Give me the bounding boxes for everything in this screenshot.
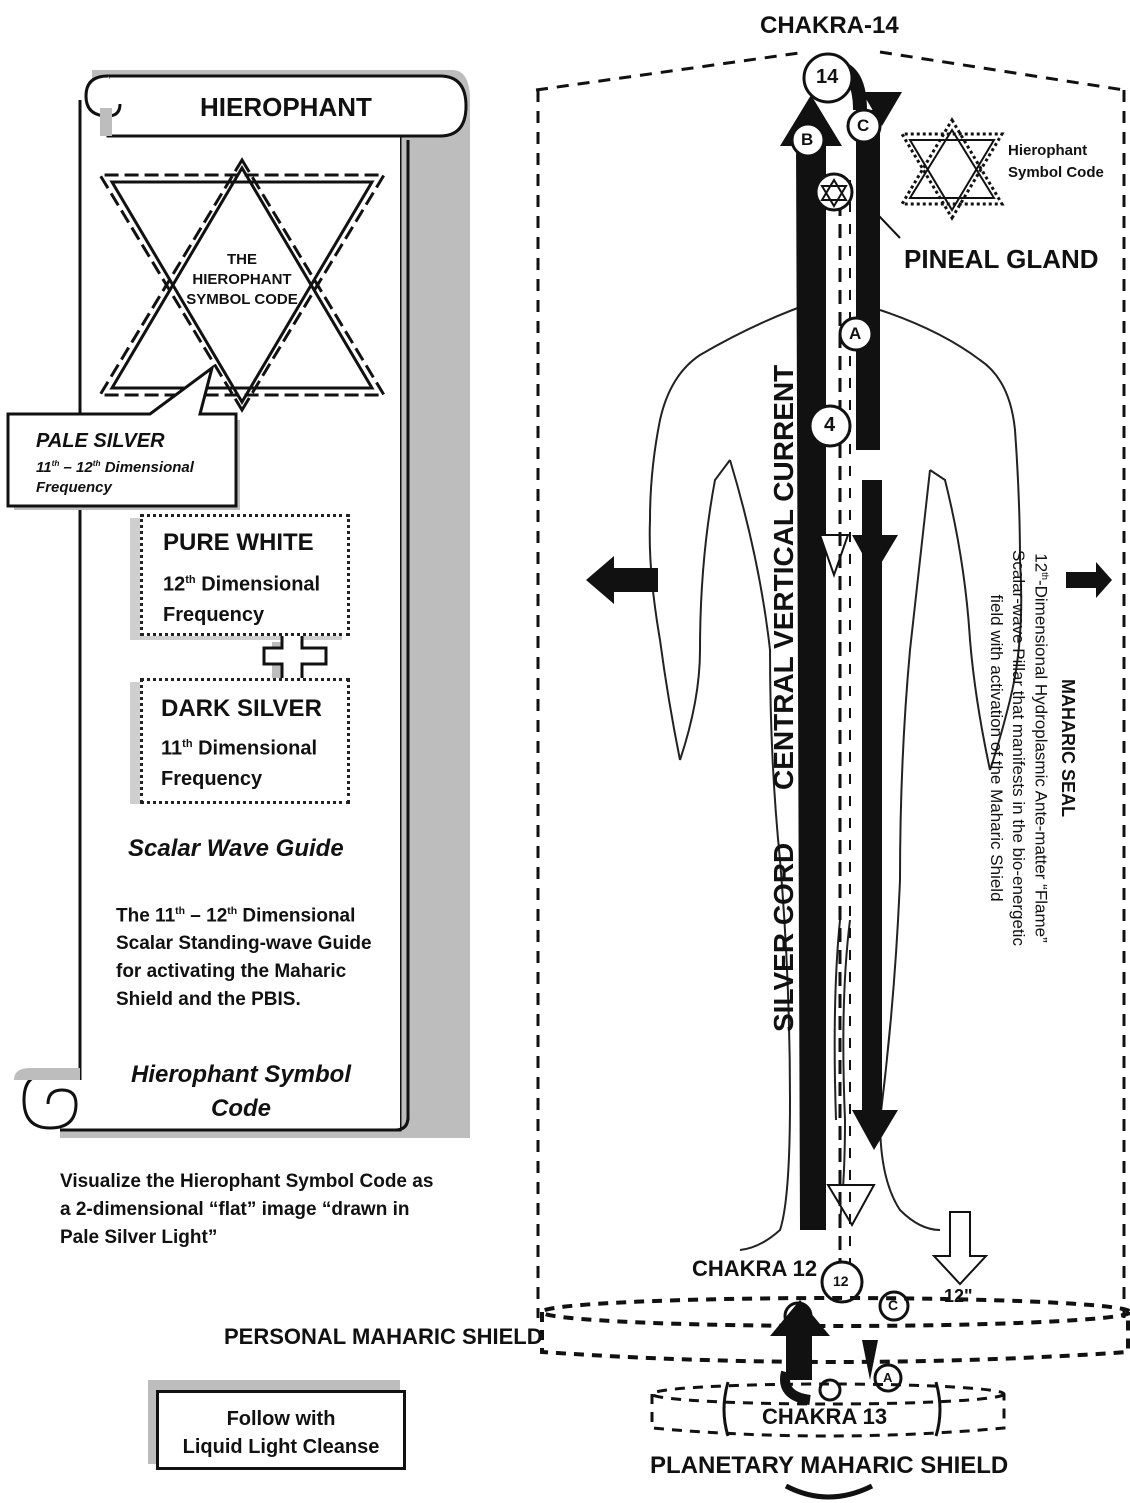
hierophant-symbol-star-icon (902, 120, 1002, 218)
maharic-seal-title: MAHARIC SEAL (1056, 498, 1080, 998)
node-b-label: B (801, 130, 813, 150)
node-4-label: 4 (824, 414, 835, 437)
chakra-12-label: CHAKRA 12 (692, 1256, 817, 1282)
chakra-13-label: CHAKRA 13 (762, 1404, 887, 1430)
central-current-bar (796, 140, 826, 1230)
maharic-seal-label: MAHARIC SEAL 12th-Dimensional Hydroplasm… (985, 498, 1080, 998)
pineal-gland-label: PINEAL GLAND (904, 244, 1099, 275)
maharic-seal-desc: 12th-Dimensional Hydroplasmic Ante-matte… (985, 498, 1056, 998)
left-arrow-icon (586, 556, 658, 604)
node-12-label: 12 (833, 1273, 849, 1289)
planetary-maharic-shield-label: PLANETARY MAHARIC SHIELD (650, 1452, 1008, 1480)
hierophant-symbol-label: Hierophant Symbol Code (1008, 140, 1104, 184)
silver-cord-label: SILVER CORD (768, 843, 800, 1032)
node-a2-label: A (883, 1370, 892, 1385)
down-arrow-icon (934, 1212, 986, 1284)
node-c-label: C (857, 116, 869, 136)
node-a-label: A (849, 324, 861, 344)
personal-maharic-shield (542, 1298, 1130, 1362)
twelve-inch-label: 12" (944, 1286, 973, 1307)
node-c2-label: C (888, 1297, 898, 1313)
node-14-label: 14 (816, 66, 838, 89)
central-vertical-current-label: CENTRAL VERTICAL CURRENT (768, 365, 800, 790)
silver-cord-bar (856, 110, 880, 450)
node-b2-label: B (793, 1308, 802, 1323)
personal-maharic-shield-label: PERSONAL MAHARIC SHIELD (224, 1324, 543, 1350)
chakra-14-label: CHAKRA-14 (760, 12, 899, 40)
